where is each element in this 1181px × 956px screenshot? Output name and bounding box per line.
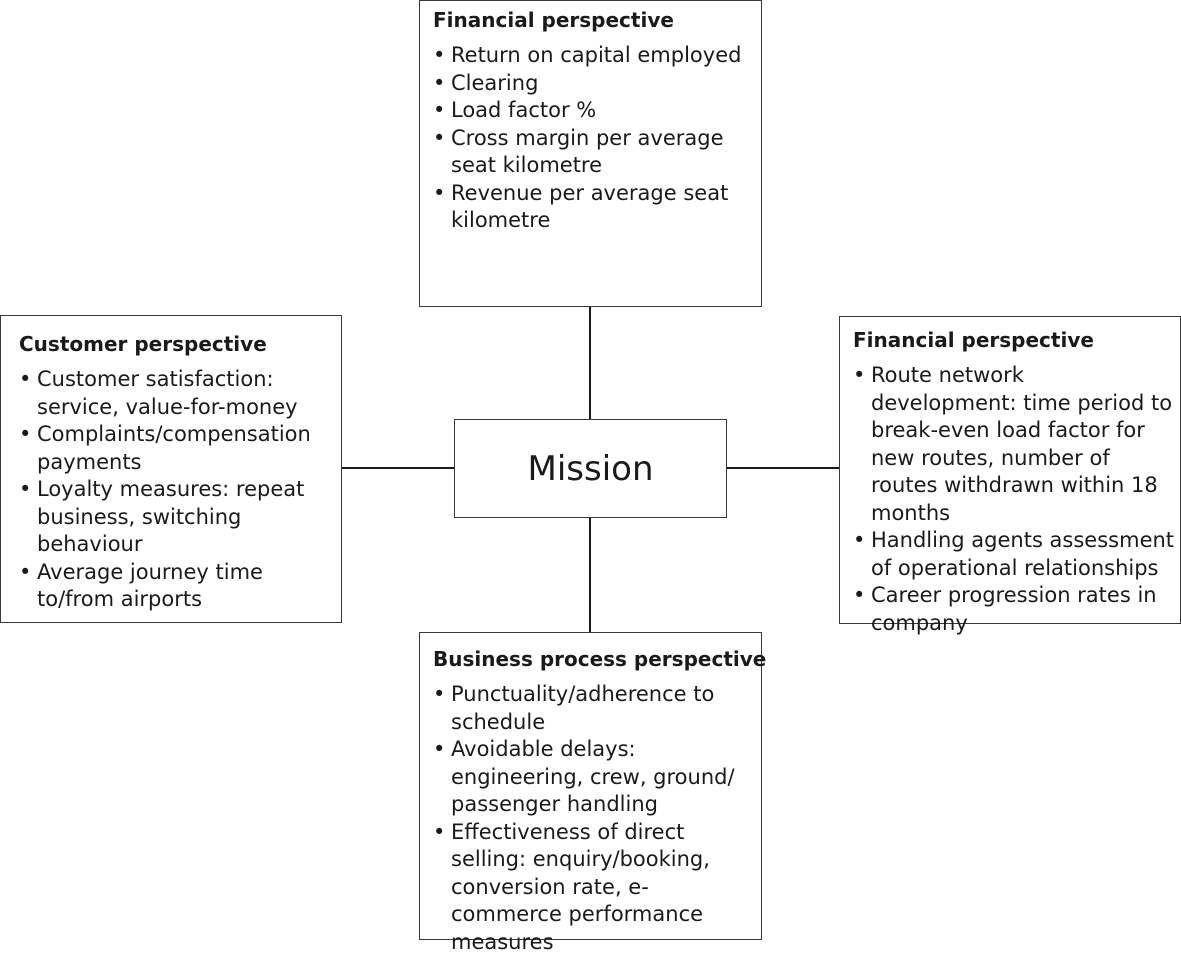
list-item: Clearing [433, 70, 753, 98]
connector-top [589, 306, 591, 419]
customer-perspective-box: Customer perspective Customer satisfacti… [0, 315, 342, 623]
box-title: Customer perspective [19, 332, 333, 356]
bullet-list: Route network development: time period t… [853, 362, 1176, 637]
connector-right [727, 467, 839, 469]
financial-perspective-top-box: Financial perspective Return on capital … [419, 0, 762, 307]
box-title: Business process perspective [433, 647, 757, 671]
list-item: Punctuality/adherence to schedule [433, 681, 757, 736]
list-item: Average journey time to/from airports [19, 559, 333, 614]
list-item: Load factor % [433, 97, 753, 125]
box-title: Financial perspective [853, 328, 1176, 352]
bullet-list: Return on capital employed Clearing Load… [433, 42, 753, 235]
bullet-list: Punctuality/adherence to schedule Avoida… [433, 681, 757, 956]
list-item: Cross margin per average seat kilometre [433, 125, 753, 180]
list-item: Return on capital employed [433, 42, 753, 70]
list-item: Revenue per average seat kilometre [433, 180, 753, 235]
list-item: Effectiveness of direct selling: enquiry… [433, 819, 757, 956]
list-item: Handling agents assessment of operationa… [853, 527, 1176, 582]
connector-bottom [589, 518, 591, 632]
list-item: Complaints/compensation payments [19, 421, 333, 476]
connector-left [341, 467, 454, 469]
bullet-list: Customer satisfaction: service, value-fo… [19, 366, 333, 614]
business-process-perspective-box: Business process perspective Punctuality… [419, 632, 762, 940]
list-item: Customer satisfaction: service, value-fo… [19, 366, 333, 421]
list-item: Career progression rates in company [853, 582, 1176, 637]
financial-perspective-right-box: Financial perspective Route network deve… [839, 316, 1181, 624]
box-title: Financial perspective [433, 8, 753, 32]
list-item: Loyalty measures: repeat business, switc… [19, 476, 333, 559]
mission-box: Mission [454, 419, 727, 518]
list-item: Route network development: time period t… [853, 362, 1176, 527]
list-item: Avoidable delays: engineering, crew, gro… [433, 736, 757, 819]
mission-label: Mission [527, 449, 653, 489]
